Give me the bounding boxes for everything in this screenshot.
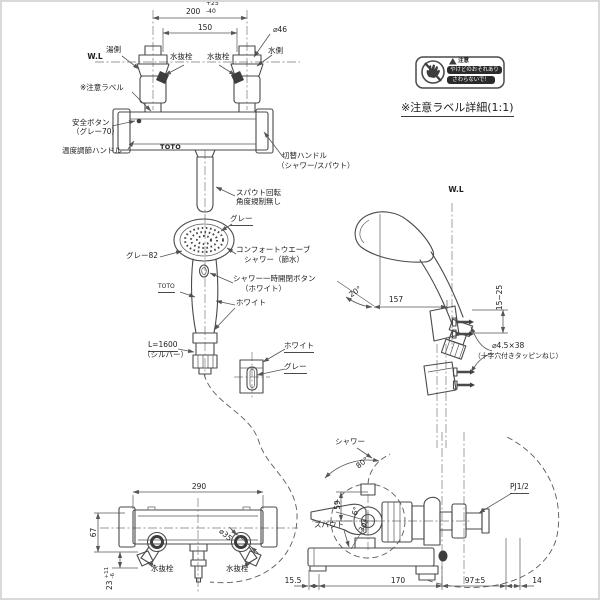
hose-routing (203, 373, 560, 588)
temp-handle-label: 温度調節ハンドル (62, 146, 122, 155)
dim-15-5: 15.5 (284, 576, 302, 585)
cold-side-label: 水側 (268, 46, 283, 55)
dim-290: 290 (191, 482, 207, 491)
dim-170: 170 (390, 576, 406, 585)
dim-59: 59 (333, 500, 342, 510)
screw-spec-size: ⌀4.5×38 (492, 341, 525, 350)
hose-color-label: （シルバー） (143, 350, 188, 359)
warning-caption: ※注意ラベル詳細(1:1) (401, 101, 514, 117)
spout-note-2: 角度規制無し (236, 197, 281, 206)
drain-plug-label-left: 水抜栓 (170, 52, 193, 61)
dim-23: 23 +11 -6 (104, 564, 116, 590)
shower-position-label: シャワー (335, 437, 365, 446)
front-drain-label-left: 水抜栓 (151, 564, 174, 573)
shower-name-2: シャワー（節水） (244, 255, 304, 264)
handle-logo: TOTO (158, 283, 175, 293)
spout-position-label: スパウト (314, 520, 344, 529)
dim-pitch-tol-plus: +25 (206, 0, 219, 7)
safety-button-color: （グレー70） (72, 127, 120, 136)
dim-23-tolerance: +11 -6 (104, 567, 116, 579)
dim-clearance: 15~25 (495, 284, 504, 311)
front-drain-label-right: 水抜栓 (226, 564, 249, 573)
dim-pitch: 200 (186, 7, 201, 16)
dim-67: 67 (89, 527, 98, 538)
waterline-label-hanger: W.L (448, 185, 464, 194)
dim-150: 150 (197, 23, 213, 32)
holder-white-label: ホワイト (284, 341, 314, 353)
dim-14: 14 (532, 576, 542, 585)
dim-157: 157 (388, 295, 404, 304)
dim-97: 97±5 (464, 576, 486, 585)
dim-23-minus: -6 (110, 572, 116, 579)
dim-pitch-tol-minus: -40 (206, 8, 216, 15)
switch-handle-label: 切替ハンドル (282, 151, 327, 160)
head-ring-color-label: グレー82 (126, 251, 159, 260)
screw-spec-type: （十字穴付きタッピンねじ） (474, 352, 563, 360)
body-logo: TOTO (160, 143, 182, 151)
switch-handle-sub: （シャワー/スパウト） (277, 161, 355, 170)
safety-button-label: 安全ボタン (72, 118, 110, 127)
thread-spec: PJ1/2 (510, 482, 529, 494)
warning-line1: やけどのおそれあり (447, 66, 502, 75)
warning-triangle-icon (449, 58, 457, 65)
head-color-label: グレー (230, 214, 253, 226)
pause-button-color: （ホワイト） (241, 284, 286, 293)
warning-line2: さわらないで！ (447, 76, 495, 85)
hanger-view (336, 203, 508, 448)
hot-side-label: 湯側 (106, 45, 121, 54)
hose-length-label: L=1600 (148, 340, 178, 352)
warning-header: 注意 (458, 57, 470, 64)
caution-label-pointer: ※注意ラベル (80, 83, 124, 92)
tapping-screws (451, 317, 475, 390)
spout-note-1: スパウト回転 (236, 188, 281, 197)
dim-23-value: 23 (104, 580, 114, 590)
side-view (294, 432, 534, 590)
shower-name-1: コンフォートウエーブ (236, 245, 311, 254)
waterline-label-main: W.L (87, 52, 103, 61)
holder-gray-label: グレー (284, 362, 307, 374)
holder-detail (234, 348, 286, 400)
drain-plug-label-right: 水抜栓 (207, 52, 230, 61)
handle-color-label: ホワイト (236, 298, 266, 307)
main-view (95, 10, 300, 378)
prohibition-slash-icon (424, 62, 442, 82)
warning-detail (415, 56, 505, 89)
pause-button-label: シャワー一時開閉ボタン (233, 274, 316, 283)
dim-d46: ⌀46 (272, 25, 288, 34)
front-view (94, 489, 298, 592)
